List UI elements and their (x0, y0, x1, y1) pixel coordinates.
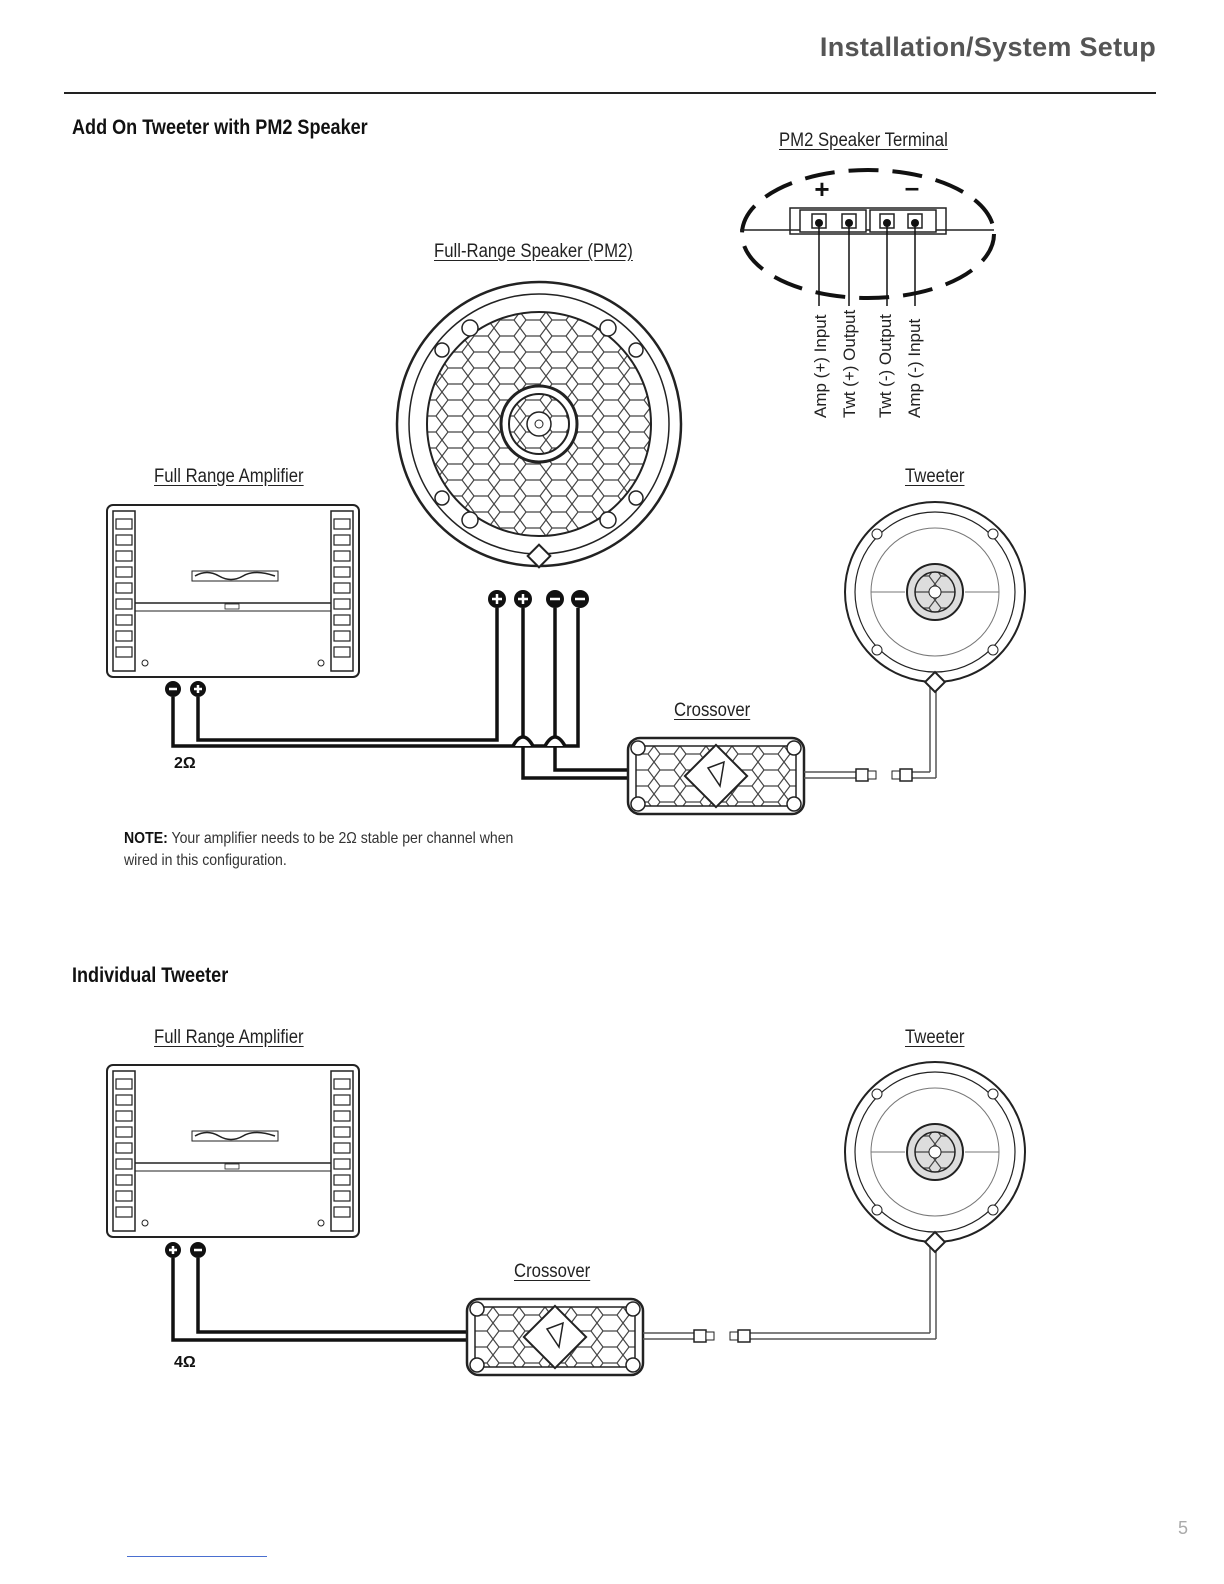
section2-title: Individual Tweeter (72, 964, 229, 987)
header-divider (64, 92, 1156, 94)
impedance-label-2: 4Ω (174, 1354, 196, 1371)
crossover2-to-tweeter-wire (643, 1240, 937, 1340)
crossover-label: Crossover (674, 700, 751, 721)
amp1-output-terminals (165, 681, 206, 697)
full-range-speaker-label: Full-Range Speaker (PM2) (434, 241, 633, 262)
pm2-terminal-label: PM2 Speaker Terminal (779, 130, 948, 151)
note-bold: NOTE: (124, 830, 168, 847)
connector-1 (855, 768, 913, 782)
tweeter-label: Tweeter (905, 466, 965, 487)
pm2-terminal-callout (740, 168, 996, 306)
crossover1-to-tweeter-wire (804, 680, 937, 779)
note-body: Your amplifier needs to be 2Ω stable per… (124, 830, 514, 869)
wiring-section1 (171, 608, 633, 780)
connector-2 (693, 1329, 751, 1343)
speaker-terminal-posts (488, 590, 589, 608)
wiring-section2 (171, 1258, 470, 1342)
crossover-label-2: Crossover (514, 1261, 591, 1282)
terminal-minus-sign: – (905, 172, 919, 202)
footer-link-underline (127, 1556, 267, 1557)
amplifier-1 (106, 504, 360, 678)
amplifier-label-2: Full Range Amplifier (154, 1027, 304, 1048)
page-header-title: Installation/System Setup (819, 32, 1156, 62)
amp2-output-terminals (165, 1242, 206, 1258)
note-text: NOTE: Your amplifier needs to be 2Ω stab… (124, 828, 538, 872)
section1-title: Add On Tweeter with PM2 Speaker (72, 116, 368, 139)
amplifier-2 (106, 1064, 360, 1238)
tweeter-2 (844, 1061, 1026, 1253)
amplifier-label: Full Range Amplifier (154, 466, 304, 487)
crossover-1 (626, 736, 806, 816)
terminal-plus-sign: + (814, 174, 829, 204)
page-number: 5 (1177, 1518, 1188, 1538)
tweeter-label-2: Tweeter (905, 1027, 965, 1048)
tweeter-1 (844, 501, 1026, 693)
full-range-speaker (395, 280, 683, 569)
crossover-2 (465, 1297, 645, 1377)
impedance-label: 2Ω (174, 755, 196, 772)
